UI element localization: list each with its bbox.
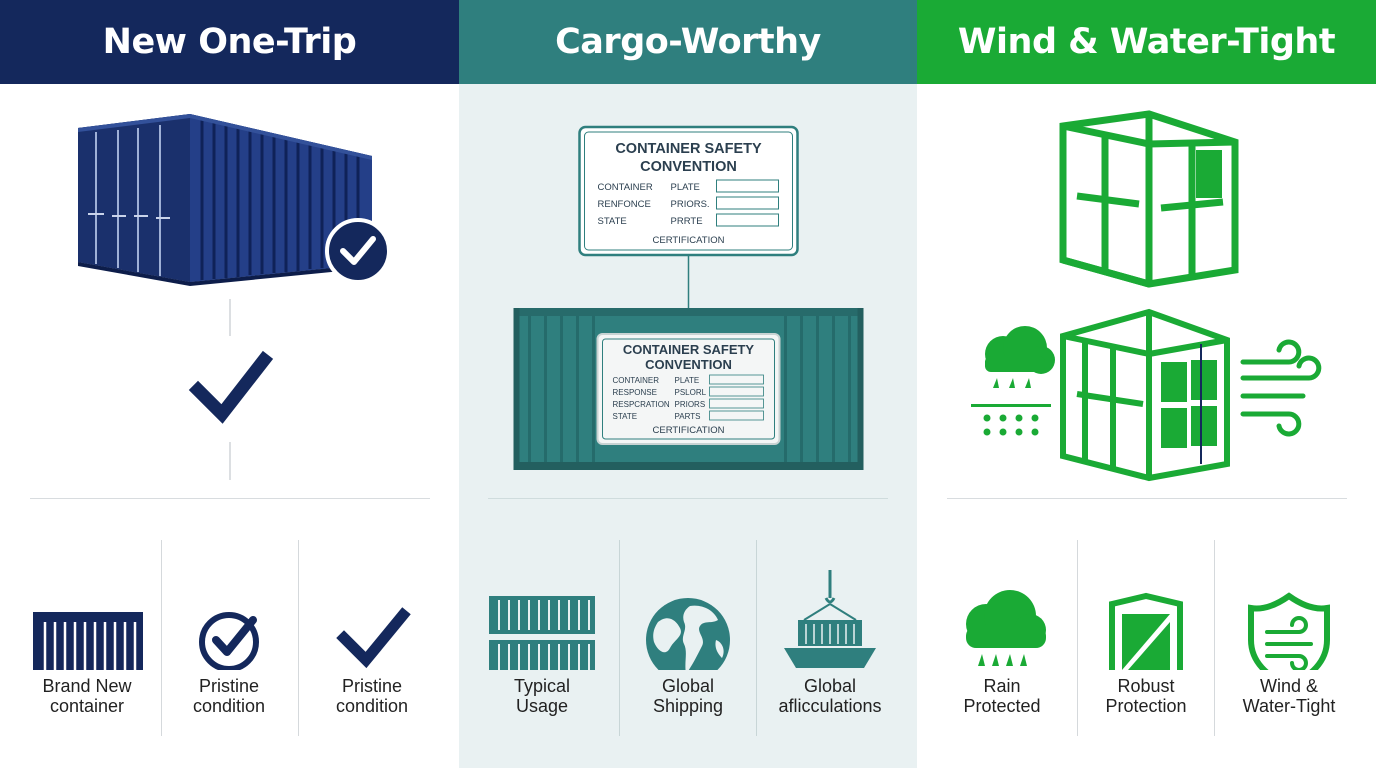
check-badge-icon	[325, 218, 391, 284]
column-cargo-worthy: Cargo-Worthy CONTAINER SAFETY CONVENTION…	[459, 0, 917, 768]
item-label-line2: Water-Tight	[1242, 696, 1336, 716]
svg-text:CERTIFICATION: CERTIFICATION	[653, 425, 725, 436]
svg-text:PARTS: PARTS	[675, 412, 701, 421]
item-label-line2: Shipping	[652, 696, 724, 716]
item-separator	[1214, 540, 1215, 736]
svg-text:STATE: STATE	[598, 216, 627, 227]
item-label-line1: Robust	[1117, 676, 1175, 696]
svg-text:CONTAINER: CONTAINER	[613, 376, 660, 385]
item-separator	[619, 540, 620, 736]
svg-text:CERTIFICATION: CERTIFICATION	[653, 235, 725, 246]
item-label-line1: Pristine	[198, 676, 260, 696]
item-label-line1: Wind &	[1259, 676, 1319, 696]
csc-plate-on-container: CONTAINER SAFETY CONVENTION CONTAINER PL…	[596, 333, 781, 445]
divider	[488, 498, 888, 499]
svg-text:RESPONSE: RESPONSE	[613, 388, 657, 397]
column-wind-water-tight: Wind & Water-Tight	[917, 0, 1376, 768]
rain-cloud-icon	[971, 326, 1055, 436]
plate-title-1: CONTAINER SAFETY	[615, 141, 762, 157]
svg-text:PSLORL: PSLORL	[675, 388, 707, 397]
item-label-line2: container	[49, 696, 125, 716]
csc-plate-icon: CONTAINER SAFETY CONVENTION CONTAINER PL…	[578, 125, 799, 257]
check-circle-icon	[199, 612, 259, 670]
svg-text:PLATE: PLATE	[671, 182, 700, 193]
rain-cloud-icon	[966, 590, 1046, 666]
item-label-line2: aflicculations	[778, 696, 882, 716]
svg-text:CONTAINER SAFETY: CONTAINER SAFETY	[623, 342, 755, 357]
shipping-container-icon	[78, 114, 372, 286]
plate-title-2: CONVENTION	[640, 159, 737, 175]
container-front-icon	[33, 612, 143, 670]
item-separator	[161, 540, 162, 736]
item-label-line1: Rain	[983, 676, 1021, 696]
new-container-illustration	[78, 114, 391, 480]
cargo-worthy-illustration: CONTAINER SAFETY CONVENTION CONTAINER PL…	[513, 125, 864, 470]
svg-text:PRRTE: PRRTE	[671, 216, 703, 227]
item-label-line1: Global	[803, 676, 857, 696]
item-label-line1: Brand New	[42, 676, 132, 696]
item-label-line2: Usage	[515, 696, 569, 716]
svg-text:RESPCRATION: RESPCRATION	[613, 400, 670, 409]
column-new-one-trip: New One-Trip	[0, 0, 459, 768]
item-separator	[1077, 540, 1078, 736]
svg-text:PRIORS.: PRIORS.	[671, 199, 710, 210]
column-title: Wind & Water-Tight	[917, 0, 1376, 84]
wind-shield-icon	[1248, 592, 1330, 670]
svg-text:PRIORS: PRIORS	[675, 400, 706, 409]
globe-icon	[646, 598, 730, 670]
stacked-containers-icon	[489, 596, 595, 670]
svg-text:RENFONCE: RENFONCE	[598, 199, 651, 210]
item-label-line2: Protection	[1105, 696, 1187, 716]
item-label-line1: Typical	[513, 676, 571, 696]
item-label-line2: Protected	[963, 696, 1041, 716]
ship-crane-icon	[784, 570, 876, 668]
item-label-line1: Global	[661, 676, 715, 696]
svg-text:PLATE: PLATE	[675, 376, 700, 385]
panel-shield-icon	[1109, 592, 1183, 670]
divider	[30, 498, 430, 499]
wind-water-tight-illustration	[971, 110, 1322, 482]
wind-icon	[1240, 339, 1322, 437]
sealed-container-cube-icon-2	[1060, 308, 1230, 482]
item-label-line2: condition	[192, 696, 266, 716]
column-title: Cargo-Worthy	[459, 0, 917, 84]
svg-text:CONVENTION: CONVENTION	[645, 357, 732, 372]
column-title: New One-Trip	[0, 0, 459, 84]
item-separator	[756, 540, 757, 736]
sealed-container-cube-icon	[1059, 110, 1239, 288]
svg-text:STATE: STATE	[613, 412, 638, 421]
checkmark-icon	[188, 350, 274, 424]
item-separator	[298, 540, 299, 736]
item-label-line1: Pristine	[341, 676, 403, 696]
svg-text:CONTAINER: CONTAINER	[598, 182, 653, 193]
feature-wind-water-tight: Wind &Water-Tight	[1219, 540, 1359, 736]
checkmark-icon	[336, 607, 411, 669]
item-label-line2: condition	[335, 696, 409, 716]
divider	[947, 498, 1347, 499]
